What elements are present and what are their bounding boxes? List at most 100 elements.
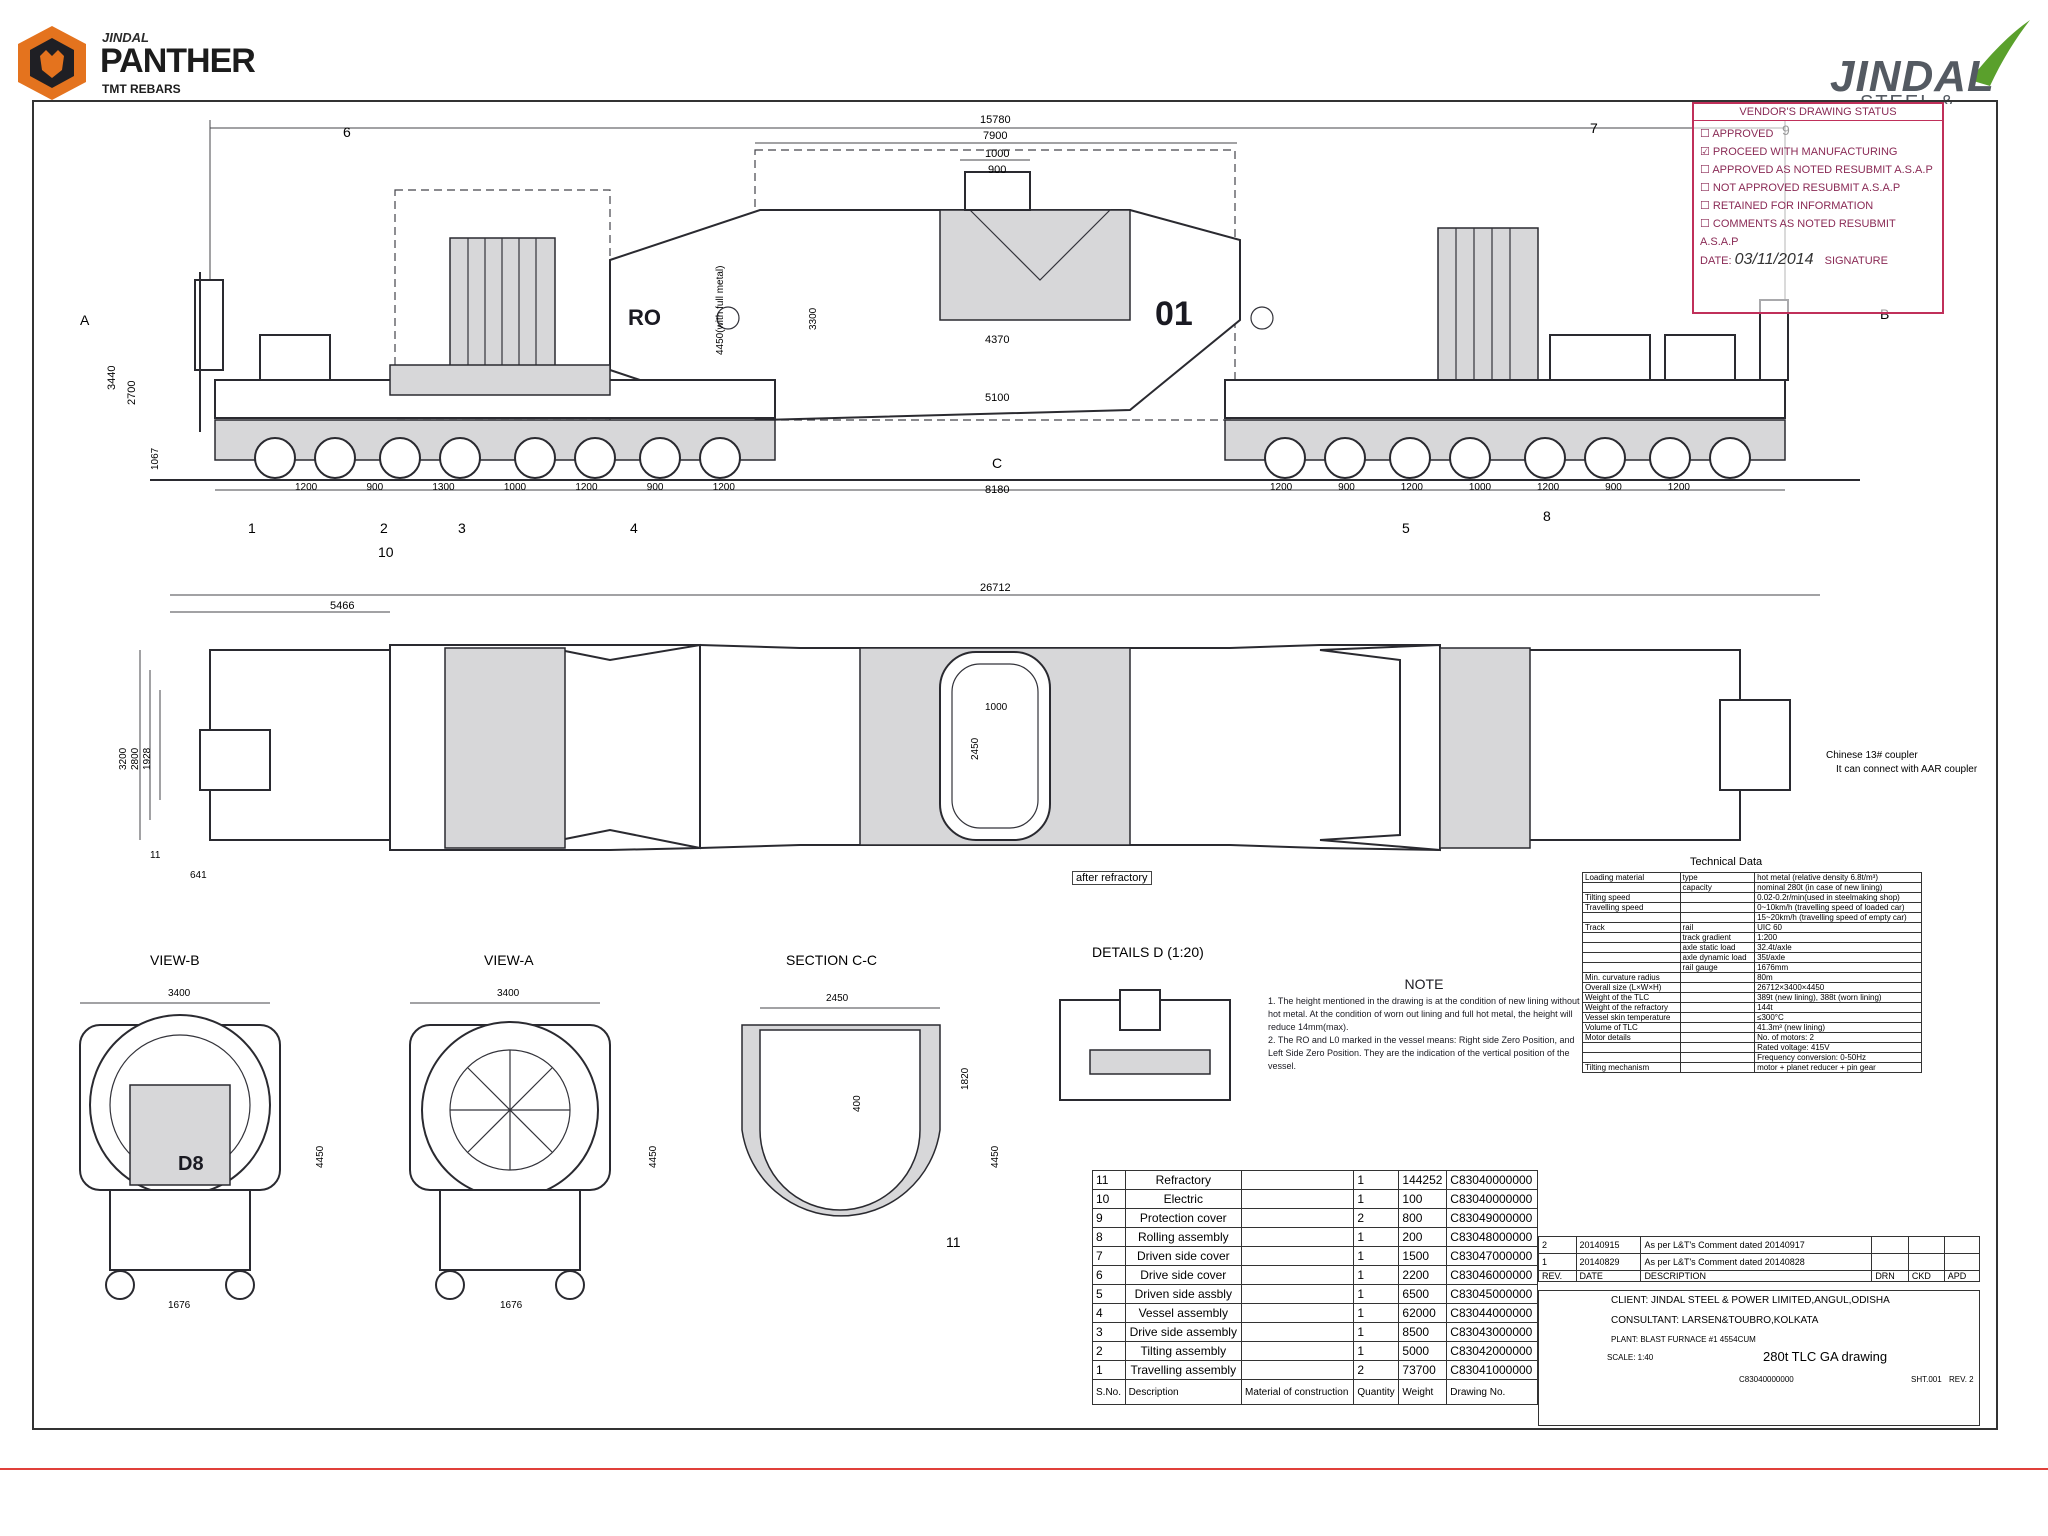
note-item-2: 2. The RO and L0 marked in the vessel me… [1268, 1035, 1575, 1071]
parts-cell: 1 [1092, 1360, 1126, 1380]
spacing: 1200 [575, 482, 598, 493]
tech-data-cell: 1:200 [1754, 932, 1922, 943]
revision-header-cell: REV. [1538, 1270, 1577, 1282]
section-width: 2450 [826, 993, 849, 1004]
dim-1000-plan: 1000 [985, 702, 1008, 713]
side-view: RO 01 [150, 120, 1860, 491]
brand-right-company: JINDAL [1830, 52, 1995, 101]
tech-data-cell [1582, 962, 1681, 973]
drawing-number: C83040000000 [1739, 1375, 1794, 1384]
callout-3: 3 [458, 520, 466, 536]
dim-15780: 15780 [980, 114, 1011, 126]
tech-data-cell [1582, 882, 1681, 893]
parts-cell [1240, 1284, 1355, 1304]
parts-cell: 144252 [1398, 1170, 1448, 1190]
revision-header-cell: DATE [1575, 1270, 1642, 1282]
callout-1: 1 [248, 520, 256, 536]
tech-data-cell [1582, 912, 1681, 923]
view-a-height: 4450 [648, 1145, 659, 1168]
parts-cell: 4 [1092, 1303, 1126, 1323]
view-a-title: VIEW-A [484, 952, 534, 968]
spacing: 900 [646, 482, 664, 493]
tech-data-cell [1679, 1042, 1756, 1053]
spacing: 900 [1605, 482, 1622, 493]
title-block: CLIENT: JINDAL STEEL & POWER LIMITED,ANG… [1538, 1290, 1980, 1426]
dim-5466: 5466 [330, 600, 355, 612]
tech-data-cell [1679, 1062, 1756, 1073]
tech-data-cell [1679, 892, 1756, 903]
parts-cell: 5 [1092, 1284, 1126, 1304]
revision-cell: 20140915 [1575, 1236, 1642, 1254]
parts-cell: Drive side cover [1124, 1265, 1243, 1285]
details-d-title: DETAILS D (1:20) [1092, 944, 1204, 960]
tech-data-cell: ≤300°C [1754, 1012, 1922, 1023]
tech-data-cell [1679, 1002, 1756, 1013]
dim-4450-full-metal: 4450(with full metal) [715, 265, 726, 355]
brand-tagline: TMT REBARS [102, 82, 181, 96]
parts-cell: 1 [1353, 1246, 1400, 1266]
parts-cell [1240, 1360, 1355, 1380]
view-a-width: 3400 [497, 988, 520, 999]
jindal-panther-logo: JINDAL PANTHER TMT REBARS [14, 24, 256, 102]
parts-cell: 7 [1092, 1246, 1126, 1266]
brand-product: PANTHER [100, 42, 256, 80]
dim-900: 900 [988, 164, 1007, 176]
parts-cell: 1 [1353, 1303, 1400, 1323]
callout-11: 11 [946, 1234, 961, 1250]
section-cc-title: SECTION C-C [786, 952, 877, 968]
revision-header-cell: APD [1943, 1270, 1981, 1282]
tech-data-cell: Loading material [1582, 872, 1681, 883]
parts-cell: Protection cover [1124, 1208, 1243, 1228]
tech-data-cell: 0~10km/h (travelling speed of loaded car… [1754, 902, 1922, 913]
view-a [409, 1002, 611, 1300]
parts-cell: 200 [1398, 1227, 1448, 1247]
parts-cell [1240, 1208, 1355, 1228]
dim-1067: 1067 [150, 447, 161, 470]
parts-cell: Rolling assembly [1124, 1227, 1243, 1247]
note-block: NOTE 1. The height mentioned in the draw… [1268, 977, 1580, 1073]
callout-10: 10 [378, 544, 394, 560]
scale-line: SCALE: 1:40 [1607, 1353, 1654, 1362]
tech-data-cell: 144t [1754, 1002, 1922, 1013]
revision-cell [1943, 1253, 1981, 1271]
tech-data-cell: axle static load [1679, 942, 1756, 953]
dim-7900: 7900 [983, 130, 1008, 142]
callout-6: 6 [343, 124, 351, 140]
revision-cell: 20140829 [1575, 1253, 1642, 1271]
section-inner: 400 [852, 1095, 863, 1112]
callout-2: 2 [380, 520, 388, 536]
parts-cell: Drive side assembly [1124, 1322, 1243, 1342]
parts-cell: C83048000000 [1446, 1227, 1538, 1247]
revision-header-cell: DESCRIPTION [1640, 1270, 1873, 1282]
spacing: 1000 [1468, 482, 1492, 493]
parts-cell: 6 [1092, 1265, 1126, 1285]
parts-cell: 3 [1092, 1322, 1126, 1342]
parts-cell: 1 [1353, 1227, 1400, 1247]
parts-header-cell: Material of construction [1240, 1379, 1355, 1405]
parts-cell: 2 [1092, 1341, 1126, 1361]
parts-cell: 11 [1092, 1170, 1126, 1190]
spacing: 900 [1338, 482, 1355, 493]
coupler-note: Chinese 13# coupler It can connect with … [1826, 750, 1978, 775]
tech-data-cell: 1676mm [1754, 962, 1922, 973]
note-item-1: 1. The height mentioned in the drawing i… [1268, 996, 1580, 1032]
plan-view [139, 594, 1820, 852]
spacing: 1200 [295, 482, 318, 493]
parts-cell [1240, 1265, 1355, 1285]
section-height: 4450 [990, 1145, 1001, 1168]
marker-ro: RO [628, 305, 661, 330]
parts-cell: 8500 [1398, 1322, 1448, 1342]
stamp-date: 03/11/2014 [1734, 251, 1814, 268]
parts-header-cell: Quantity [1353, 1379, 1400, 1405]
tech-data-cell: Tilting mechanism [1582, 1062, 1681, 1073]
parts-cell [1240, 1189, 1355, 1209]
